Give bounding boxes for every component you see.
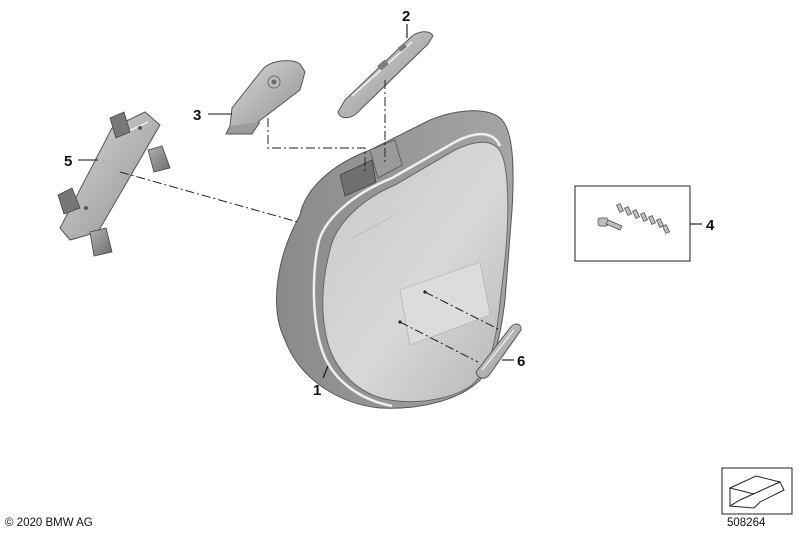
mounting-bracket-illustration: [57, 111, 171, 257]
screw-set-illustration: [574, 185, 691, 262]
handle-strip-illustration: [337, 31, 434, 119]
lock-cover-illustration: [225, 60, 306, 135]
leader-lines: [78, 24, 702, 379]
copyright-text: © 2020 BMW AG: [5, 517, 93, 529]
reference-arrow-icon: [721, 467, 793, 515]
callout-6: 6: [517, 353, 525, 370]
callout-2: 2: [402, 8, 410, 25]
callout-1: 1: [313, 382, 321, 399]
reflector-illustration: [475, 323, 522, 379]
diagram-number: 508264: [727, 517, 766, 529]
callout-3: 3: [193, 107, 201, 124]
callout-5: 5: [64, 153, 72, 170]
case-illustration: [276, 110, 514, 409]
callout-4: 4: [706, 217, 715, 234]
